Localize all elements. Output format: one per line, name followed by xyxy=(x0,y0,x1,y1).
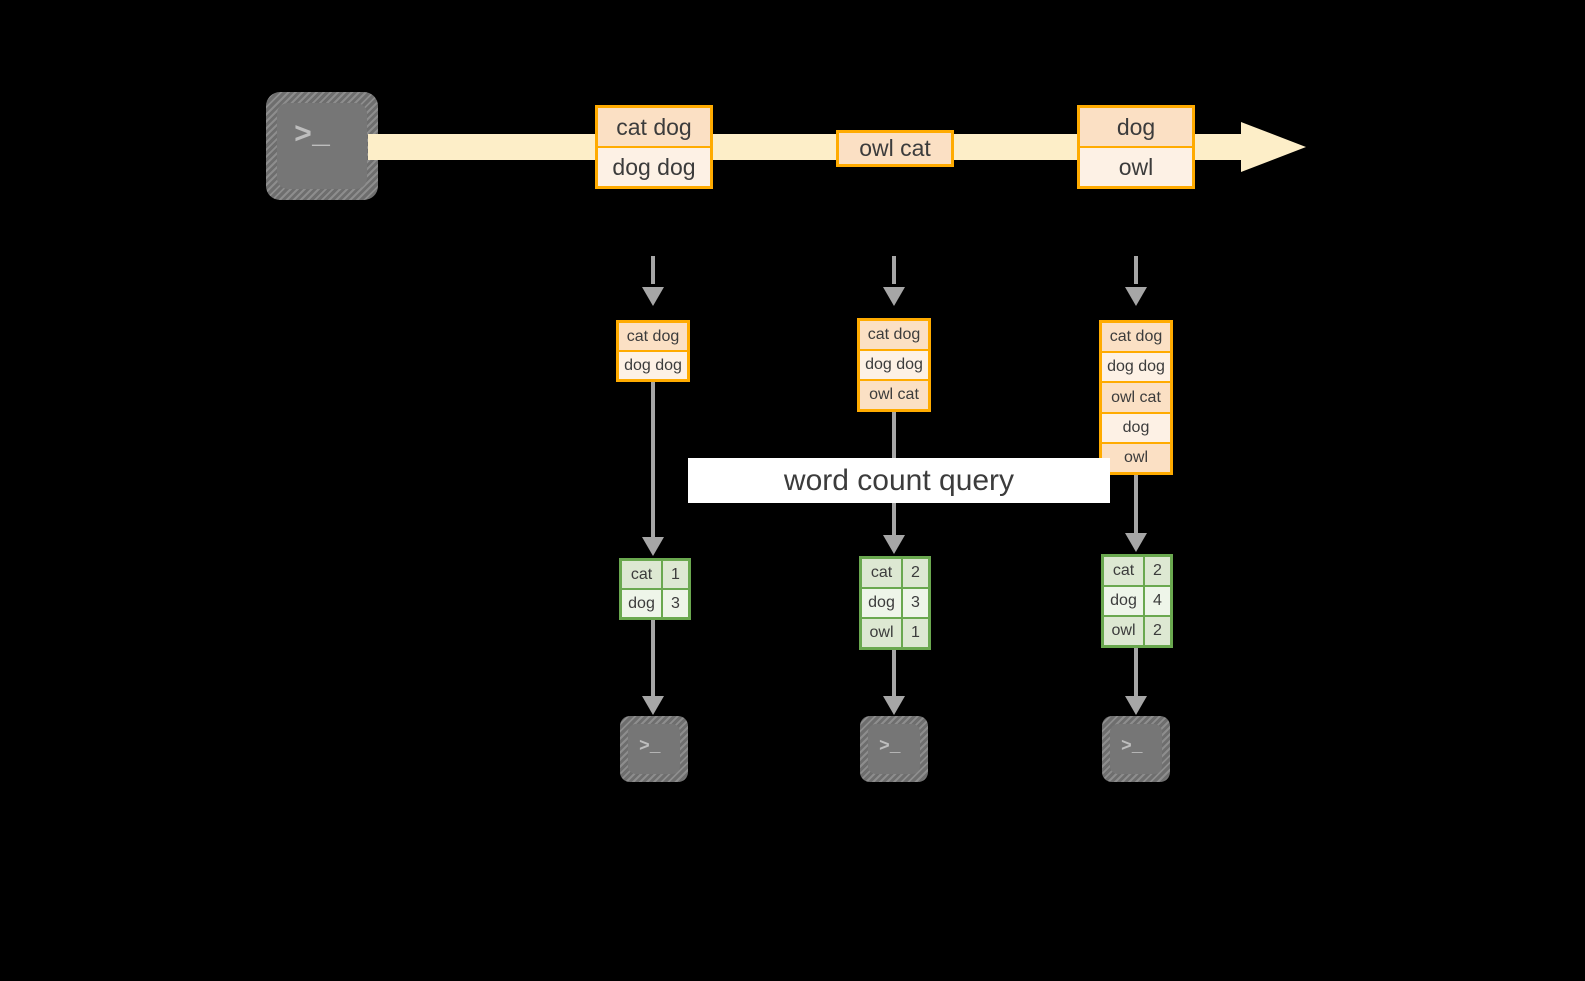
count-value: 1 xyxy=(671,565,680,583)
buffer-record: owl xyxy=(1102,443,1170,473)
arrow-down-icon xyxy=(1125,287,1147,306)
arrow-down-icon xyxy=(1125,533,1147,552)
column-2-sink-terminal-icon: >_ xyxy=(860,716,928,782)
count-word: dog xyxy=(1104,587,1145,615)
column-3-sink-terminal-icon: >_ xyxy=(1102,716,1170,782)
count-word: dog xyxy=(622,590,663,617)
count-value: 2 xyxy=(1153,622,1162,639)
table-row: dog 3 xyxy=(862,589,928,619)
stream-tap-line-2 xyxy=(892,256,896,284)
column-2-count-table: cat 2 dog 3 owl 1 xyxy=(859,556,931,650)
buffer-record: owl cat xyxy=(1102,383,1170,414)
terminal-prompt-glyph: >_ xyxy=(294,119,331,153)
count-word: owl xyxy=(1104,617,1145,645)
table-row: cat 2 xyxy=(1104,557,1170,587)
column-3-query-arrow-line xyxy=(1134,475,1138,533)
count-value: 2 xyxy=(911,564,920,581)
column-1-sink-terminal-icon: >_ xyxy=(620,716,688,782)
stream-record: owl xyxy=(1080,148,1192,186)
buffer-record: dog dog xyxy=(860,351,928,381)
stream-group-2: owl cat xyxy=(836,130,954,167)
arrow-down-icon xyxy=(883,535,905,554)
buffer-record: cat dog xyxy=(860,321,928,351)
column-2-input-buffer: cat dog dog dog owl cat xyxy=(857,318,931,412)
column-3-sink-arrow-line xyxy=(1134,648,1138,696)
arrow-down-icon xyxy=(1125,696,1147,715)
arrow-down-icon xyxy=(642,287,664,306)
table-row: owl 1 xyxy=(862,619,928,647)
count-word: cat xyxy=(622,561,663,588)
stream-tap-line-3 xyxy=(1134,256,1138,284)
terminal-screen: >_ xyxy=(1110,724,1162,774)
column-1-sink-arrow-line xyxy=(651,620,655,696)
terminal-prompt-glyph: >_ xyxy=(879,737,901,757)
stream-record: dog dog xyxy=(598,148,710,186)
column-1-count-table: cat 1 dog 3 xyxy=(619,558,691,620)
column-2-sink-arrow-line xyxy=(892,650,896,696)
count-word: cat xyxy=(862,559,903,587)
count-value: 3 xyxy=(671,594,680,612)
column-1-query-arrow-line xyxy=(651,382,655,537)
arrow-down-icon xyxy=(642,537,664,556)
count-value: 2 xyxy=(1153,562,1162,579)
stream-tap-line-1 xyxy=(651,256,655,284)
buffer-record: cat dog xyxy=(1102,323,1170,354)
table-row: dog 3 xyxy=(622,590,688,617)
count-word: owl xyxy=(862,619,903,647)
stream-group-3: dog owl xyxy=(1077,105,1195,189)
table-row: owl 2 xyxy=(1104,617,1170,645)
buffer-record: cat dog xyxy=(619,323,687,352)
terminal-screen: >_ xyxy=(868,724,920,774)
table-row: cat 1 xyxy=(622,561,688,590)
terminal-screen: >_ xyxy=(277,103,367,189)
count-word: cat xyxy=(1104,557,1145,585)
count-value: 1 xyxy=(911,624,920,641)
stream-record: dog xyxy=(1080,108,1192,148)
column-3-count-table: cat 2 dog 4 owl 2 xyxy=(1101,554,1173,648)
buffer-record: owl cat xyxy=(860,381,928,409)
table-row: cat 2 xyxy=(862,559,928,589)
arrow-down-icon xyxy=(642,696,664,715)
count-word: dog xyxy=(862,589,903,617)
table-row: dog 4 xyxy=(1104,587,1170,617)
terminal-prompt-glyph: >_ xyxy=(639,737,661,757)
stream-group-1: cat dog dog dog xyxy=(595,105,713,189)
count-value: 3 xyxy=(911,594,920,611)
stream-record: cat dog xyxy=(598,108,710,148)
terminal-screen: >_ xyxy=(628,724,680,774)
arrow-right-icon xyxy=(1241,122,1306,172)
buffer-record: dog dog xyxy=(619,352,687,379)
buffer-record: dog dog xyxy=(1102,353,1170,384)
arrow-down-icon xyxy=(883,287,905,306)
column-1-input-buffer: cat dog dog dog xyxy=(616,320,690,382)
query-label-text: word count query xyxy=(783,463,1015,497)
count-value: 4 xyxy=(1153,592,1162,609)
buffer-record: dog xyxy=(1102,413,1170,444)
arrow-down-icon xyxy=(883,696,905,715)
source-terminal-icon: >_ xyxy=(266,92,378,200)
query-label: word count query xyxy=(688,458,1110,503)
stream-record: owl cat xyxy=(839,133,951,164)
column-3-input-buffer: cat dog dog dog owl cat dog owl xyxy=(1099,320,1173,475)
terminal-prompt-glyph: >_ xyxy=(1121,737,1143,757)
